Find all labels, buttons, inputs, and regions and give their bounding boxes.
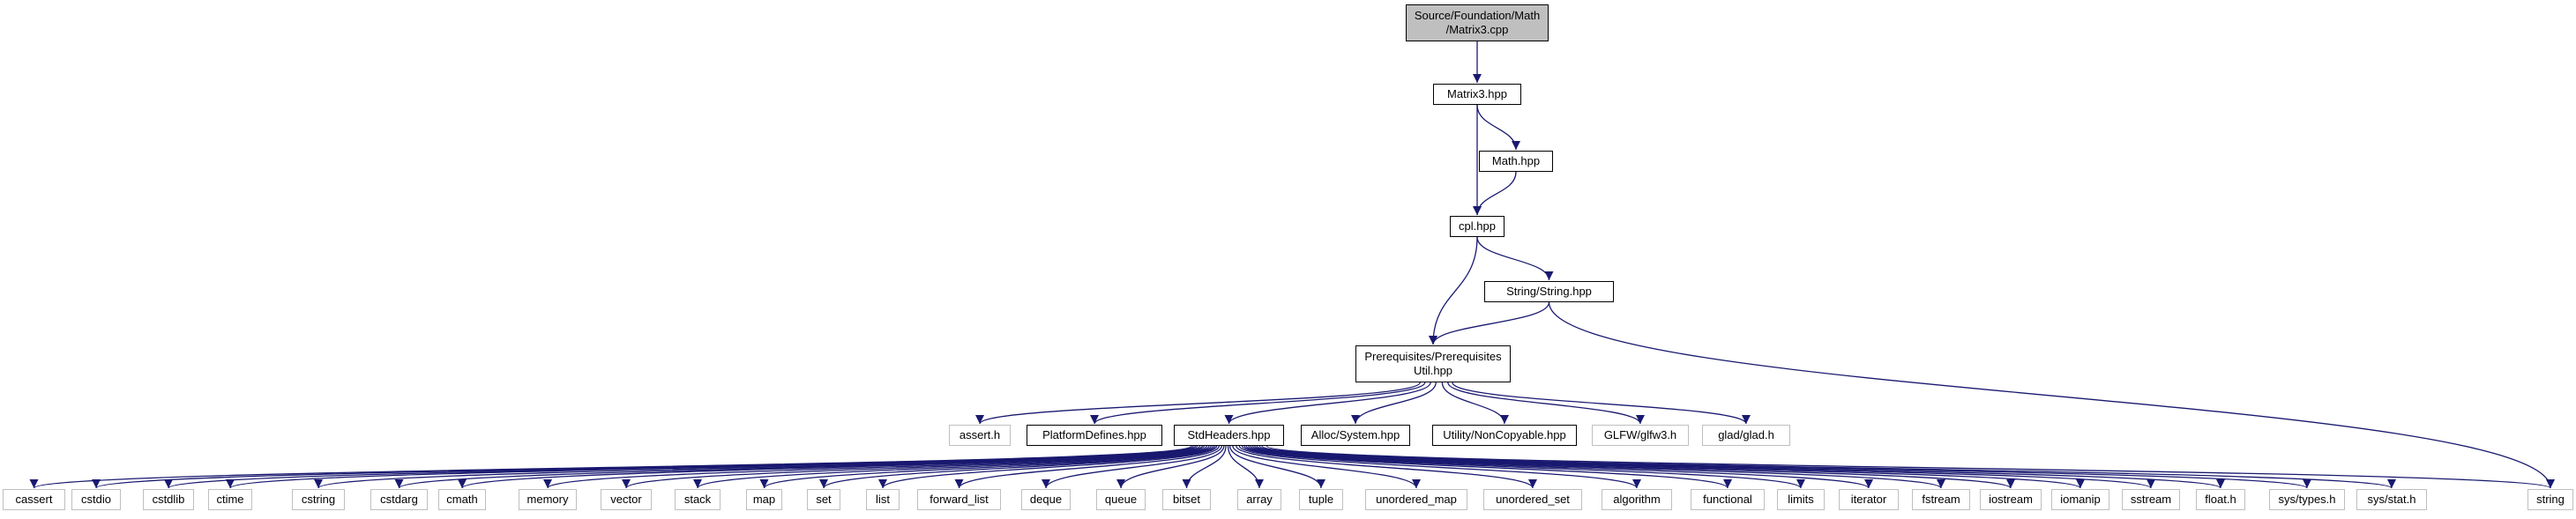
node-cplhpp[interactable]: cpl.hpp xyxy=(1450,216,1505,237)
node-platformdefines[interactable]: PlatformDefines.hpp xyxy=(1027,425,1162,446)
edge-stdheaders-to-cmath xyxy=(458,445,1206,489)
edge-stdheaders-to-list xyxy=(878,445,1218,489)
node-cstdlib: cstdlib xyxy=(143,489,194,510)
node-string: string xyxy=(2527,489,2573,510)
node-iterator: iterator xyxy=(1839,489,1899,510)
edge-cplhpp-to-prereq xyxy=(1429,236,1478,345)
node-unordered-map: unordered_map xyxy=(1365,489,1467,510)
node-set: set xyxy=(807,489,840,510)
node-mathhpp[interactable]: Math.hpp xyxy=(1479,151,1553,172)
node-fstream: fstream xyxy=(1912,489,1970,510)
node-unordered-set: unordered_set xyxy=(1483,489,1582,510)
node-stdheaders[interactable]: StdHeaders.hpp xyxy=(1174,425,1284,446)
edge-stdheaders-to-cstdlib xyxy=(164,445,1197,489)
edge-prereq-to-glfw xyxy=(1447,382,1645,425)
edge-stdheaders-to-fstream xyxy=(1248,445,1945,489)
edge-matrix3hpp-to-mathhpp xyxy=(1476,104,1520,151)
node-noncopyable[interactable]: Utility/NonCopyable.hpp xyxy=(1432,425,1577,446)
node-allocsystem[interactable]: Alloc/System.hpp xyxy=(1301,425,1410,446)
node-systypes: sys/types.h xyxy=(2269,489,2345,510)
edge-stringhpp-to-prereq xyxy=(1429,301,1550,345)
edge-stdheaders-to-functional xyxy=(1241,445,1732,489)
edge-stdheaders-to-iterator xyxy=(1245,445,1873,489)
edge-stringhpp-to-string xyxy=(1548,301,2555,489)
node-limits: limits xyxy=(1777,489,1825,510)
node-cstdio: cstdio xyxy=(71,489,121,510)
node-sysstat: sys/stat.h xyxy=(2356,489,2427,510)
node-memory: memory xyxy=(519,489,577,510)
node-bitset: bitset xyxy=(1162,489,1211,510)
edge-prereq-to-stdheaders xyxy=(1224,382,1431,425)
edge-stdheaders-to-queue xyxy=(1116,445,1225,489)
edge-stdheaders-to-set xyxy=(819,445,1216,489)
node-algorithm: algorithm xyxy=(1602,489,1672,510)
node-map: map xyxy=(746,489,782,510)
edge-prereq-to-asserth xyxy=(975,382,1421,425)
node-cstring: cstring xyxy=(292,489,345,510)
edge-stdheaders-to-unordered-map xyxy=(1232,445,1421,489)
edge-stdheaders-to-array xyxy=(1227,445,1264,489)
edge-stdheaders-to-vector xyxy=(622,445,1210,489)
node-vector: vector xyxy=(601,489,652,510)
edge-stdheaders-to-limits xyxy=(1243,445,1805,489)
node-list: list xyxy=(866,489,900,510)
node-asserth: assert.h xyxy=(949,425,1011,446)
node-matrix3cpp: Source/Foundation/Math /Matrix3.cpp xyxy=(1406,4,1549,41)
node-ctime: ctime xyxy=(208,489,252,510)
node-floath: float.h xyxy=(2196,489,2245,510)
edge-stdheaders-to-sysstat xyxy=(1261,445,2396,489)
node-prereq[interactable]: Prerequisites/Prerequisites Util.hpp xyxy=(1355,345,1511,382)
node-matrix3hpp[interactable]: Matrix3.hpp xyxy=(1433,84,1521,105)
edge-stdheaders-to-floath xyxy=(1256,445,2225,489)
edge-stdheaders-to-tuple xyxy=(1228,445,1325,489)
edge-stdheaders-to-map xyxy=(759,445,1214,489)
node-glfw: GLFW/glfw3.h xyxy=(1592,425,1689,446)
edge-cplhpp-to-stringhpp xyxy=(1476,236,1554,281)
node-stringhpp[interactable]: String/String.hpp xyxy=(1484,281,1614,302)
node-stack: stack xyxy=(675,489,721,510)
node-cstdarg: cstdarg xyxy=(370,489,428,510)
edge-mathhpp-to-cplhpp xyxy=(1473,171,1517,216)
edge-stdheaders-to-algorithm xyxy=(1238,445,1641,489)
edge-prereq-to-glad xyxy=(1452,382,1751,425)
node-deque: deque xyxy=(1021,489,1071,510)
node-sstream: sstream xyxy=(2122,489,2180,510)
edge-stdheaders-to-deque xyxy=(1042,445,1222,489)
edge-stdheaders-to-cstring xyxy=(314,445,1201,489)
node-functional: functional xyxy=(1691,489,1765,510)
edge-stdheaders-to-memory xyxy=(543,445,1207,489)
edge-stdheaders-to-string xyxy=(1266,445,2555,489)
node-tuple: tuple xyxy=(1299,489,1343,510)
edge-stdheaders-to-bitset xyxy=(1182,445,1227,489)
edge-prereq-to-noncopyable xyxy=(1441,382,1509,425)
node-glad: glad/glad.h xyxy=(1702,425,1790,446)
edge-prereq-to-platformdefines xyxy=(1090,382,1426,425)
edge-stdheaders-to-cstdarg xyxy=(394,445,1203,489)
node-iostream: iostream xyxy=(1980,489,2042,510)
node-cmath: cmath xyxy=(438,489,486,510)
edge-stdheaders-to-iostream xyxy=(1250,445,2015,489)
edge-prereq-to-allocsystem xyxy=(1351,382,1437,425)
node-array: array xyxy=(1237,489,1281,510)
node-cassert: cassert xyxy=(3,489,65,510)
edge-stdheaders-to-unordered-set xyxy=(1236,445,1537,489)
node-iomanip: iomanip xyxy=(2051,489,2109,510)
node-forward-list: forward_list xyxy=(917,489,1001,510)
edge-stdheaders-to-stack xyxy=(693,445,1213,489)
edge-stdheaders-to-forward-list xyxy=(954,445,1220,489)
node-queue: queue xyxy=(1096,489,1146,510)
